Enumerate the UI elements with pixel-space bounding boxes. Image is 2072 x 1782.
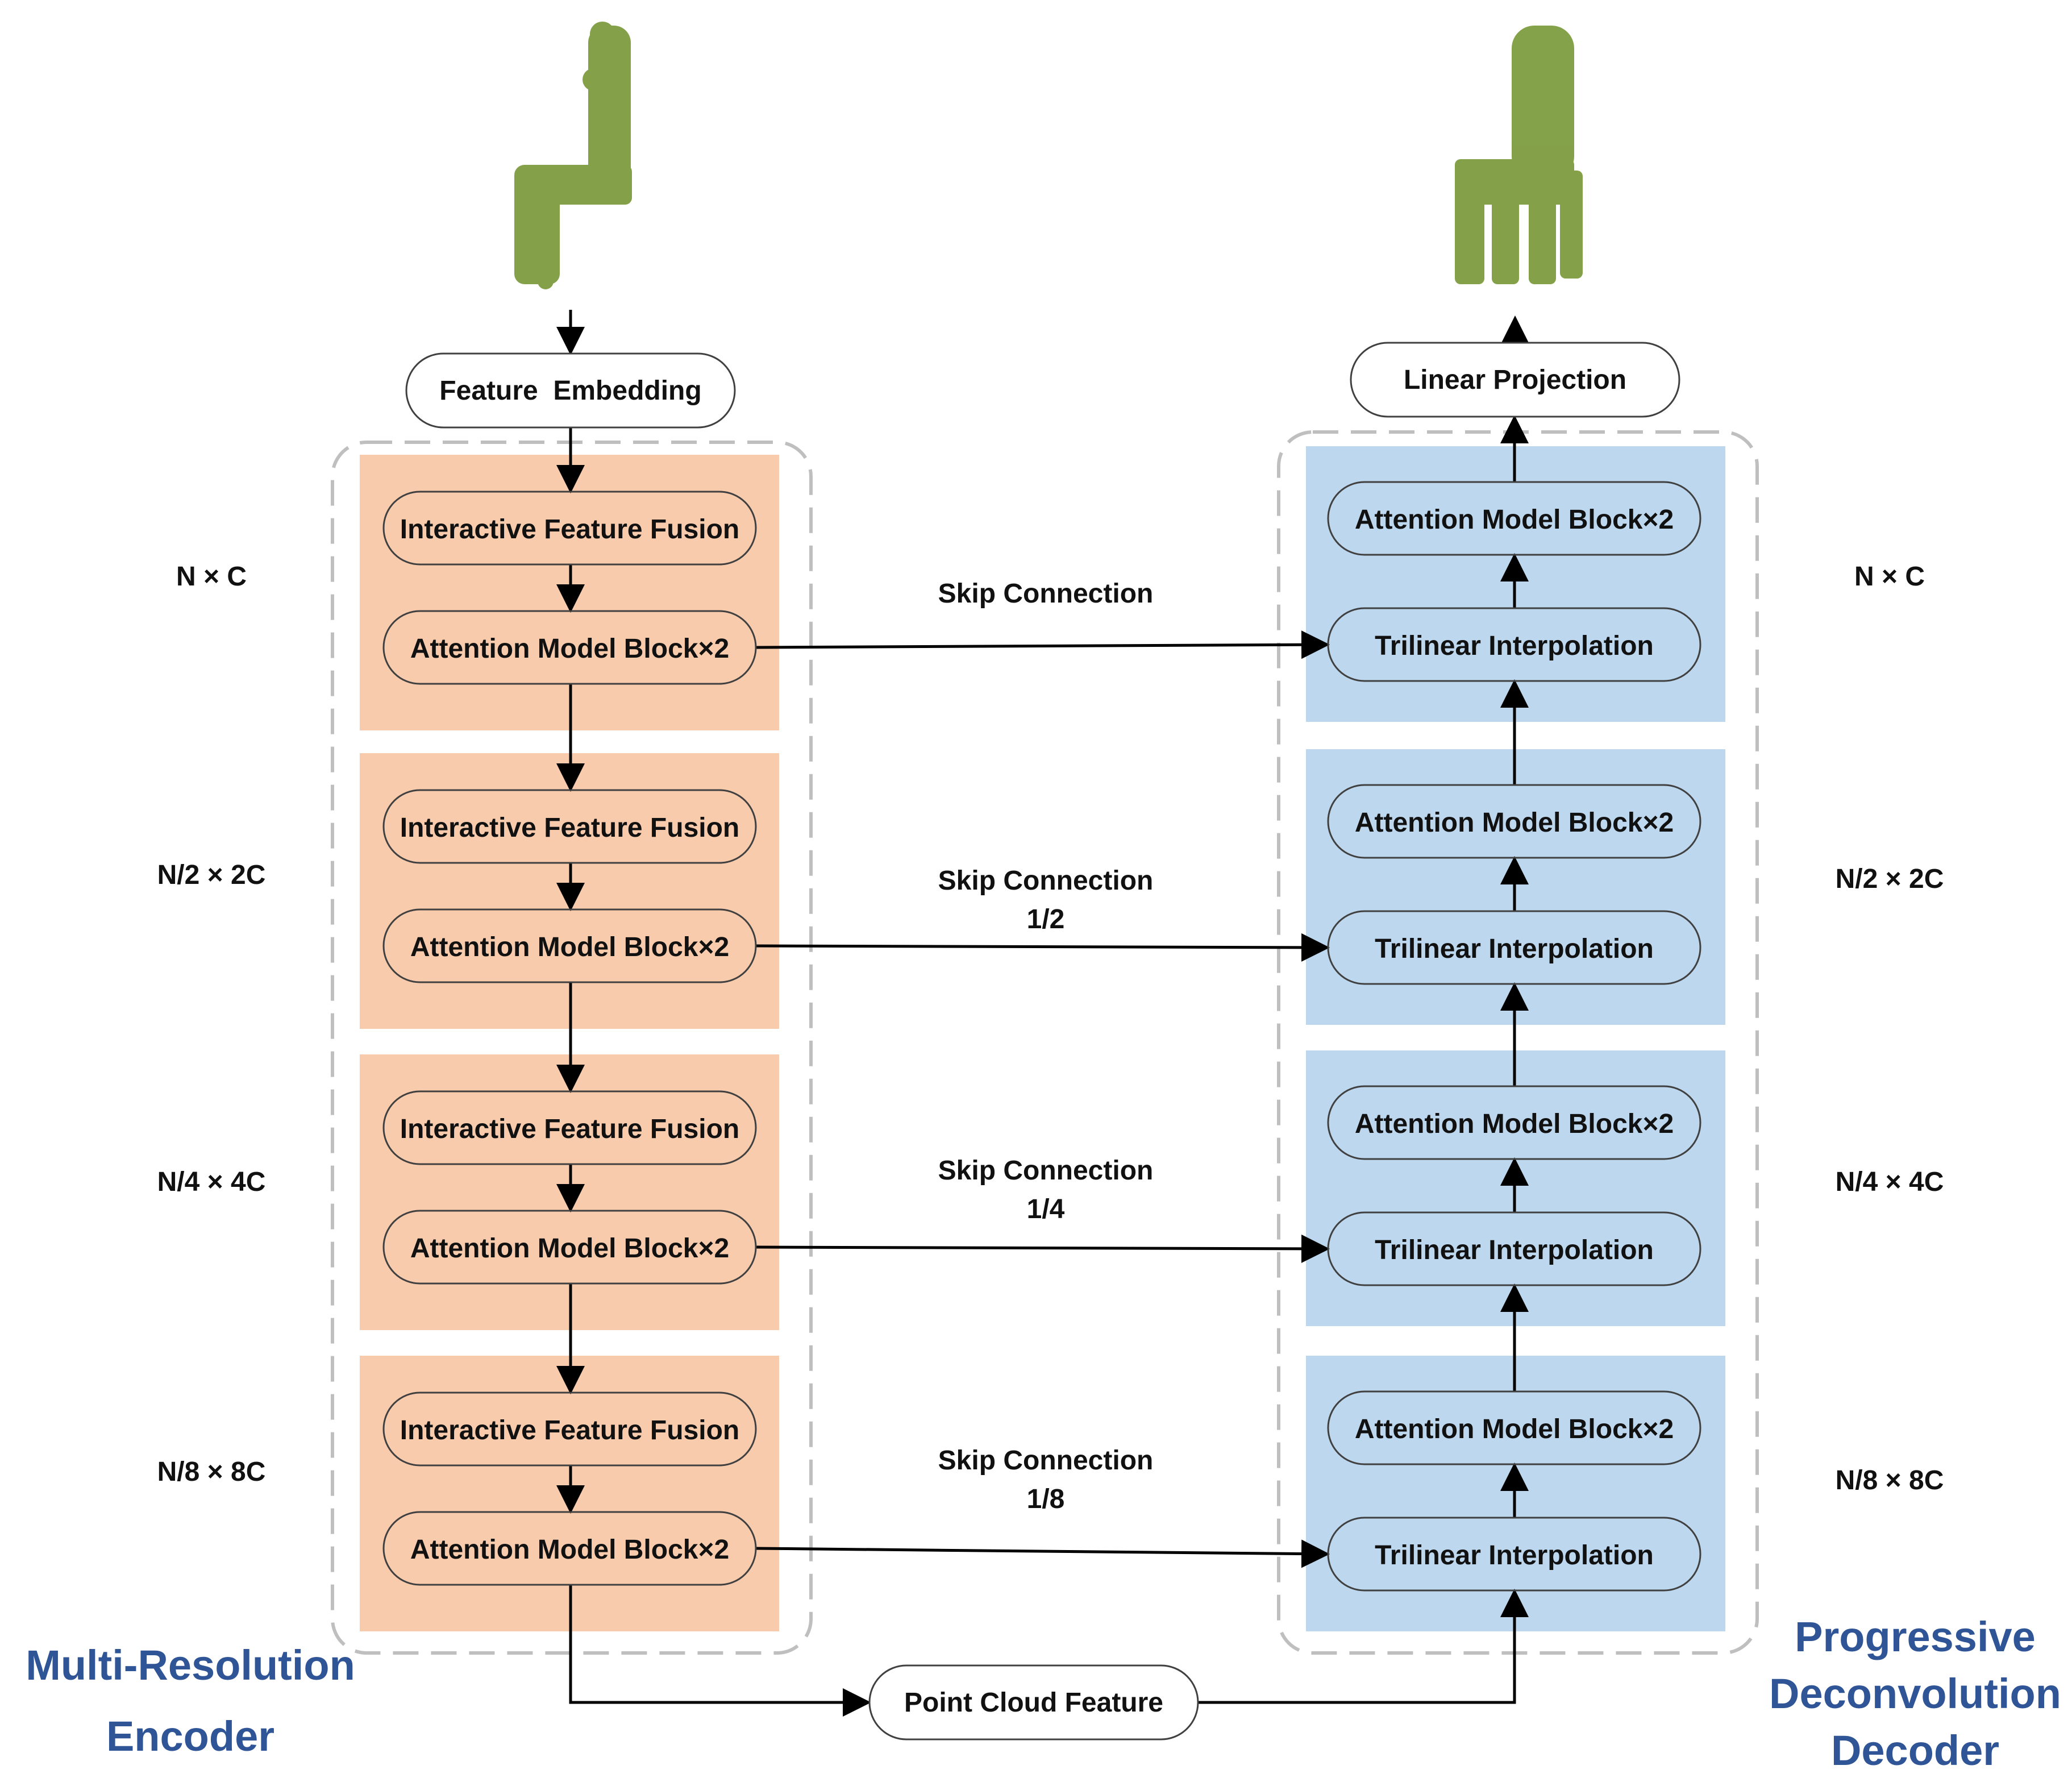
encoder-fusion-module-4: Interactive Feature Fusion	[382, 1391, 757, 1467]
encoder-attention-module-1-label: Attention Model Block×2	[410, 634, 729, 664]
decoder-attention-module-3-label: Attention Model Block×2	[1355, 1109, 1674, 1139]
linear-projection-box: Linear Projection	[1350, 342, 1680, 418]
encoder-title: Multi-Resolution Encoder	[26, 1642, 355, 1760]
point-cloud-feature-box: Point Cloud Feature	[868, 1664, 1199, 1741]
encoder-fusion-module-4-label: Interactive Feature Fusion	[400, 1415, 740, 1445]
encoder-attention-module-1: Attention Model Block×2	[382, 610, 757, 685]
encoder-attention-module-4-label: Attention Model Block×2	[410, 1535, 729, 1565]
encoder-dim-label-2: N/2 × 2C	[157, 860, 266, 890]
encoder-title-line1: Multi-Resolution	[26, 1642, 355, 1689]
encoder-fusion-module-3: Interactive Feature Fusion	[382, 1090, 757, 1165]
decoder-interp-module-2: Trilinear Interpolation	[1327, 910, 1701, 985]
decoder-attention-module-1: Attention Model Block×2	[1327, 481, 1701, 556]
decoder-interp-module-3-label: Trilinear Interpolation	[1375, 1235, 1654, 1265]
decoder-title-line1: Progressive	[1795, 1613, 2036, 1660]
decoder-interp-module-4-label: Trilinear Interpolation	[1375, 1540, 1654, 1571]
encoder-title-line2: Encoder	[106, 1713, 274, 1760]
encoder-to-feature-arrow	[569, 1585, 871, 1717]
encoder-dim-label-4: N/8 × 8C	[157, 1457, 266, 1487]
decoder-attention-module-2-label: Attention Model Block×2	[1355, 808, 1674, 838]
decoder-attention-module-2: Attention Model Block×2	[1327, 784, 1701, 859]
skip-connection-label-3: Skip Connection	[938, 1156, 1154, 1186]
skip-connection-scale-4: 1/8	[1027, 1484, 1065, 1514]
decoder-attention-module-1-label: Attention Model Block×2	[1355, 505, 1674, 535]
skip-connection-arrow-1	[755, 630, 1330, 659]
encoder-fusion-module-2: Interactive Feature Fusion	[382, 789, 757, 864]
encoder-attention-module-4: Attention Model Block×2	[382, 1511, 757, 1586]
chair-point-cloud-output-icon	[1455, 26, 1583, 284]
decoder-dim-label-4: N/8 × 8C	[1836, 1465, 1944, 1496]
decoder-title-line2: Deconvolution	[1769, 1670, 2061, 1717]
decoder-dim-label-1: N × C	[1854, 562, 1925, 592]
encoder-fusion-module-3-label: Interactive Feature Fusion	[400, 1114, 740, 1144]
encoder-fusion-module-1-label: Interactive Feature Fusion	[400, 514, 740, 545]
chair-point-cloud-input-icon	[514, 22, 632, 289]
skip-connection-label-2: Skip Connection	[938, 866, 1154, 896]
decoder-title-line3: Decoder	[1831, 1727, 1999, 1774]
feature-embedding-label: Feature Embedding	[439, 376, 701, 406]
encoder-dim-label-1: N × C	[176, 562, 247, 592]
decoder-attention-module-3: Attention Model Block×2	[1327, 1085, 1701, 1160]
decoder-interp-module-3: Trilinear Interpolation	[1327, 1211, 1701, 1286]
encoder-attention-module-2: Attention Model Block×2	[382, 908, 757, 983]
encoder-attention-module-3-label: Attention Model Block×2	[410, 1233, 729, 1264]
skip-connection-scale-2: 1/2	[1027, 904, 1065, 934]
skip-connection-label-4: Skip Connection	[938, 1445, 1154, 1476]
encoder-fusion-module-1: Interactive Feature Fusion	[382, 491, 757, 566]
decoder-interp-module-2-label: Trilinear Interpolation	[1375, 934, 1654, 964]
decoder-title: Progressive Deconvolution Decoder	[1769, 1613, 2061, 1774]
skip-connection-label-1: Skip Connection	[938, 579, 1154, 609]
decoder-interp-module-1-label: Trilinear Interpolation	[1375, 631, 1654, 661]
feature-embedding-box: Feature Embedding	[405, 352, 736, 429]
decoder-dim-label-2: N/2 × 2C	[1836, 864, 1944, 894]
skip-connection-arrow-3	[755, 1234, 1330, 1263]
linear-projection-label: Linear Projection	[1404, 365, 1626, 395]
decoder-interp-module-4: Trilinear Interpolation	[1327, 1517, 1701, 1592]
decoder-attention-module-4-label: Attention Model Block×2	[1355, 1414, 1674, 1444]
feature-to-decoder-arrow	[1198, 1589, 1529, 1704]
decoder-interp-module-1: Trilinear Interpolation	[1327, 607, 1701, 682]
skip-connection-arrow-2	[755, 933, 1330, 962]
encoder-attention-module-2-label: Attention Model Block×2	[410, 932, 729, 962]
decoder-attention-module-4: Attention Model Block×2	[1327, 1390, 1701, 1465]
encoder-attention-module-3: Attention Model Block×2	[382, 1210, 757, 1285]
encoder-dim-label-3: N/4 × 4C	[157, 1167, 266, 1197]
encoder-fusion-module-2-label: Interactive Feature Fusion	[400, 813, 740, 843]
decoder-dim-label-3: N/4 × 4C	[1836, 1167, 1944, 1197]
skip-connection-scale-3: 1/4	[1027, 1194, 1065, 1224]
skip-connection-arrow-4	[755, 1539, 1330, 1568]
point-cloud-feature-label: Point Cloud Feature	[904, 1688, 1163, 1718]
